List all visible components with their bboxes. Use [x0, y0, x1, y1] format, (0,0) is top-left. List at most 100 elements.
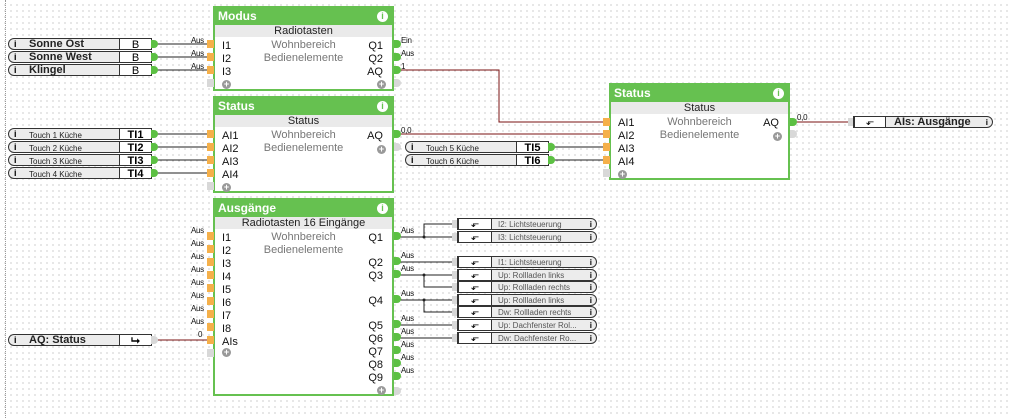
- input-pin[interactable]: [452, 296, 459, 304]
- input-pin[interactable]: [207, 232, 214, 240]
- dest-ais-ausgaenge[interactable]: ⬐ AIs: Ausgänge i: [853, 116, 993, 128]
- input-pin[interactable]: [452, 258, 459, 266]
- input-pin[interactable]: [848, 118, 855, 126]
- add-input-icon[interactable]: +: [618, 169, 627, 179]
- output-pin[interactable]: [394, 270, 401, 278]
- output-pin[interactable]: [394, 346, 401, 354]
- input-pin[interactable]: [603, 130, 610, 138]
- input-pin[interactable]: [603, 156, 610, 164]
- source-touch-4[interactable]: i Touch 4 Küche TI4: [8, 167, 152, 180]
- info-icon[interactable]: i: [377, 101, 388, 112]
- add-output-pin[interactable]: [394, 79, 401, 87]
- info-icon[interactable]: i: [589, 271, 592, 280]
- input-pin[interactable]: [207, 66, 214, 74]
- add-input-pin[interactable]: [207, 79, 214, 87]
- add-output-pin[interactable]: [394, 387, 401, 395]
- source-touch-3[interactable]: i Touch 3 Küche TI3: [8, 154, 152, 167]
- input-pin[interactable]: [207, 156, 214, 164]
- input-pin[interactable]: [452, 283, 459, 291]
- output-pin[interactable]: [790, 118, 797, 126]
- info-icon[interactable]: i: [14, 155, 17, 165]
- input-pin[interactable]: [207, 245, 214, 253]
- info-icon[interactable]: i: [14, 52, 17, 62]
- add-output-icon[interactable]: +: [773, 131, 782, 141]
- output-pin[interactable]: [394, 257, 401, 265]
- output-pin[interactable]: [151, 130, 158, 138]
- output-pin[interactable]: [151, 143, 158, 151]
- output-pin[interactable]: [394, 295, 401, 303]
- input-pin[interactable]: [207, 169, 214, 177]
- output-pin[interactable]: [394, 53, 401, 61]
- input-pin[interactable]: [207, 284, 214, 292]
- source-touch-6[interactable]: i Touch 6 Küche TI6: [405, 154, 549, 167]
- output-pin[interactable]: [394, 130, 401, 138]
- dest-item[interactable]: ⬐Up: Dachfenster Rol...i: [457, 319, 597, 331]
- output-pin[interactable]: [151, 336, 158, 344]
- info-icon[interactable]: i: [589, 220, 592, 229]
- output-pin[interactable]: [394, 232, 401, 240]
- add-input-icon[interactable]: +: [222, 347, 231, 357]
- input-pin[interactable]: [207, 297, 214, 305]
- output-pin[interactable]: [394, 333, 401, 341]
- info-icon[interactable]: i: [14, 65, 17, 75]
- add-input-pin[interactable]: [603, 169, 610, 177]
- input-pin[interactable]: [452, 308, 459, 316]
- info-icon[interactable]: i: [14, 129, 17, 139]
- output-pin[interactable]: [151, 169, 158, 177]
- info-icon[interactable]: i: [377, 11, 388, 22]
- input-pin[interactable]: [207, 323, 214, 331]
- source-aq-status[interactable]: i AQ: Status ⮡: [8, 334, 152, 347]
- info-icon[interactable]: i: [773, 88, 784, 99]
- add-input-pin[interactable]: [207, 349, 214, 357]
- output-pin[interactable]: [394, 372, 401, 380]
- output-pin[interactable]: [548, 156, 555, 164]
- info-icon[interactable]: i: [589, 321, 592, 330]
- info-icon[interactable]: i: [589, 258, 592, 267]
- add-output-icon[interactable]: +: [377, 385, 386, 395]
- input-pin[interactable]: [207, 336, 214, 344]
- info-icon[interactable]: i: [411, 155, 414, 165]
- input-pin[interactable]: [452, 321, 459, 329]
- input-pin[interactable]: [207, 310, 214, 318]
- output-pin[interactable]: [548, 143, 555, 151]
- info-icon[interactable]: i: [589, 308, 592, 317]
- input-pin[interactable]: [603, 143, 610, 151]
- info-icon[interactable]: i: [985, 118, 988, 127]
- source-touch-2[interactable]: i Touch 2 Küche TI2: [8, 141, 152, 154]
- add-output-pin[interactable]: [394, 143, 401, 151]
- info-icon[interactable]: i: [589, 283, 592, 292]
- source-touch-1[interactable]: i Touch 1 Küche TI1: [8, 128, 152, 141]
- output-pin[interactable]: [394, 359, 401, 367]
- source-touch-5[interactable]: i Touch 5 Küche TI5: [405, 141, 549, 154]
- output-pin[interactable]: [151, 66, 158, 74]
- add-output-icon[interactable]: +: [377, 144, 386, 154]
- info-icon[interactable]: i: [377, 203, 388, 214]
- source-sonne-ost[interactable]: i Sonne Ost B: [8, 38, 152, 51]
- info-icon[interactable]: i: [14, 335, 17, 345]
- info-icon[interactable]: i: [589, 233, 592, 242]
- info-icon[interactable]: i: [14, 168, 17, 178]
- input-pin[interactable]: [207, 53, 214, 61]
- input-pin[interactable]: [452, 233, 459, 241]
- output-pin[interactable]: [151, 53, 158, 61]
- input-pin[interactable]: [207, 258, 214, 266]
- output-pin[interactable]: [394, 40, 401, 48]
- add-input-icon[interactable]: +: [222, 182, 231, 192]
- output-pin[interactable]: [394, 320, 401, 328]
- dest-item[interactable]: ⬐Dw: Dachfenster Ro...i: [457, 332, 597, 344]
- info-icon[interactable]: i: [411, 142, 414, 152]
- info-icon[interactable]: i: [14, 142, 17, 152]
- output-pin[interactable]: [151, 40, 158, 48]
